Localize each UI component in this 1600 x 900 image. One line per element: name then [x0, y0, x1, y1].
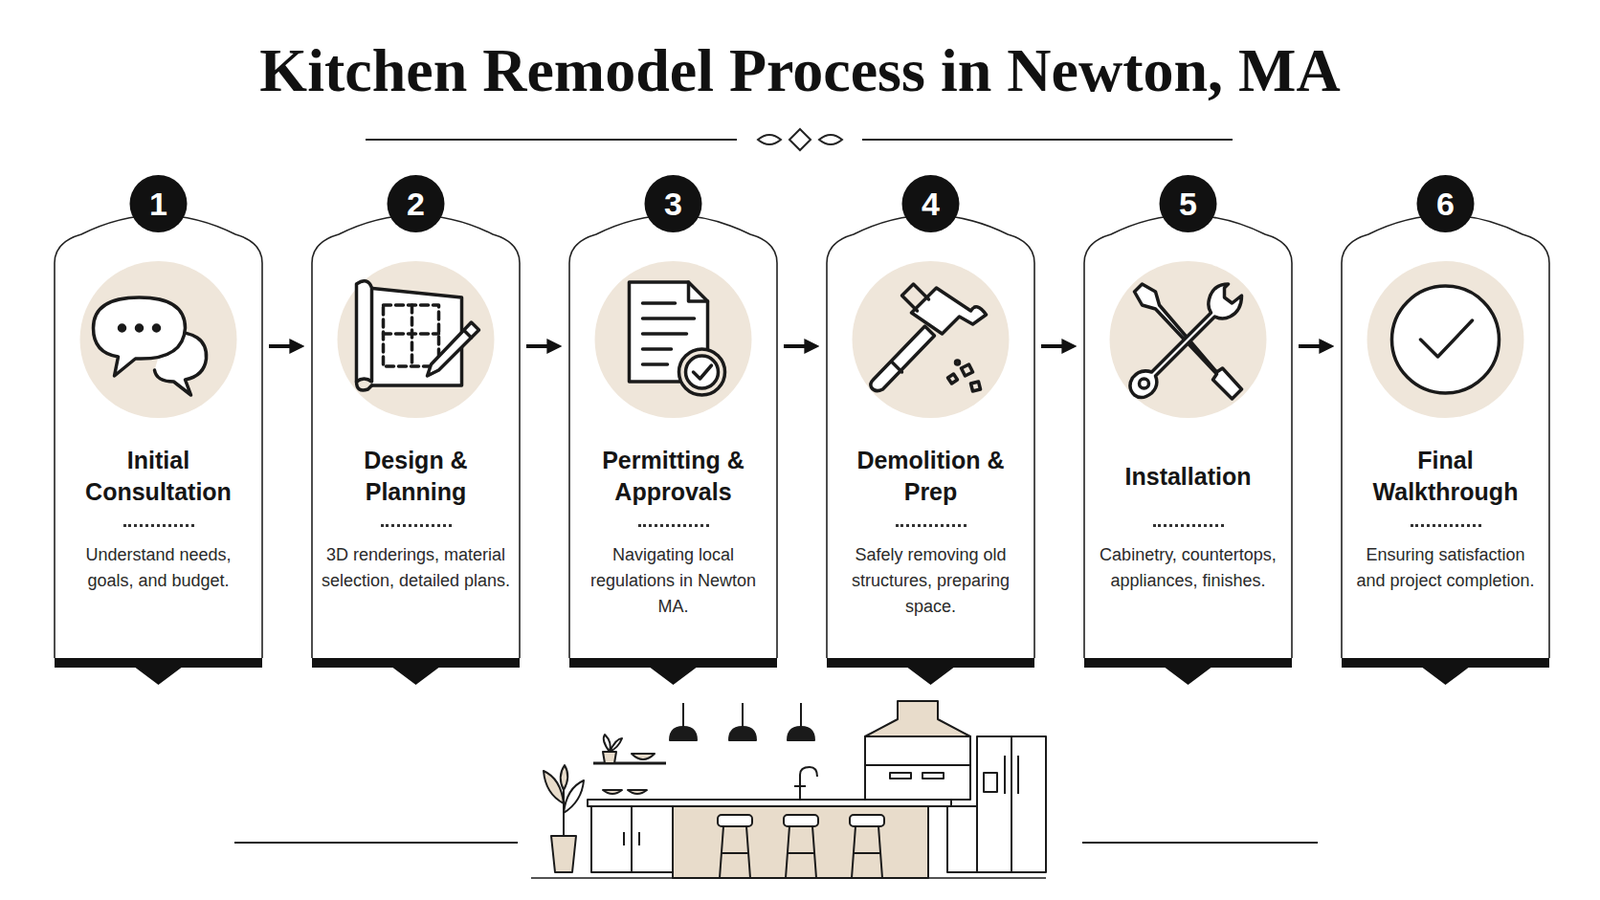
- dotted-separator: [380, 524, 452, 528]
- step-number: 1: [54, 175, 263, 233]
- card-content: Initial ConsultationUnderstand needs, go…: [62, 442, 255, 595]
- card-content: Design & Planning 3D renderings, material…: [319, 442, 512, 595]
- blueprint-icon: [356, 281, 480, 391]
- process-card: 4Demolition & PrepSafely removing old st…: [826, 175, 1035, 688]
- dotted-separator: [895, 524, 967, 528]
- flow-arrow: [268, 344, 299, 349]
- kitchen-illustration: [234, 701, 1318, 879]
- step-heading: Initial Consultation: [62, 442, 255, 512]
- step-description: Cabinetry, countertops, appliances, fini…: [1091, 542, 1285, 595]
- step-description: 3D renderings, material selection, detai…: [319, 542, 512, 595]
- hammer-icon: [870, 284, 987, 392]
- chat-icon: [93, 297, 207, 396]
- dotted-separator: [123, 524, 195, 528]
- card-content: InstallationCabinetry, countertops, appl…: [1091, 442, 1285, 595]
- card-outline: [311, 175, 520, 688]
- page-title: Kitchen Remodel Process in Newton, MA: [0, 34, 1600, 108]
- card-border: [1341, 215, 1550, 659]
- tools-icon: [1130, 284, 1243, 400]
- card-content: Final WalkthroughEnsuring satisfaction a…: [1349, 442, 1542, 595]
- step-number: 2: [311, 175, 520, 233]
- card-border: [311, 215, 520, 659]
- card-base: [569, 658, 778, 686]
- icon-circles: [80, 261, 1525, 419]
- card-border: [826, 215, 1035, 659]
- card-outline: [1341, 175, 1550, 688]
- step-heading: Demolition & Prep: [834, 442, 1027, 512]
- card-base: [311, 658, 520, 686]
- step-description: Understand needs, goals, and budget.: [62, 542, 255, 595]
- dotted-separator: [1410, 524, 1482, 528]
- dotted-separator: [1153, 524, 1224, 528]
- flow-arrow: [783, 344, 814, 349]
- step-number: 6: [1341, 175, 1550, 233]
- flow-arrow: [1041, 344, 1071, 349]
- step-description: Safely removing old structures, preparin…: [834, 542, 1027, 621]
- title-divider: [365, 129, 1233, 151]
- check-icon: [1392, 286, 1500, 394]
- step-heading: Permitting & Approvals: [577, 442, 770, 512]
- process-card: 6Final WalkthroughEnsuring satisfaction …: [1341, 175, 1550, 688]
- process-card: 5InstallationCabinetry, countertops, app…: [1084, 175, 1292, 688]
- card-outline: [54, 175, 263, 688]
- card-outline: [1084, 175, 1292, 688]
- dotted-separator: [638, 524, 710, 528]
- step-description: Ensuring satisfaction and project comple…: [1349, 542, 1542, 595]
- card-border: [1084, 215, 1292, 659]
- step-description: Navigating local regulations in Newton M…: [577, 542, 770, 621]
- flow-arrow: [1298, 344, 1329, 349]
- card-base: [1341, 658, 1550, 686]
- card-border: [569, 215, 778, 659]
- process-card: 1Initial ConsultationUnderstand needs, g…: [54, 175, 263, 688]
- card-base: [54, 658, 263, 686]
- card-content: Demolition & PrepSafely removing old str…: [834, 442, 1027, 621]
- process-card: 2Design & Planning 3D renderings, materia…: [311, 175, 520, 688]
- step-number: 4: [826, 175, 1035, 233]
- flow-arrow: [526, 344, 556, 349]
- step-number: 5: [1084, 175, 1292, 233]
- step-heading: Design & Planning: [319, 442, 512, 512]
- process-card: 3Permitting & ApprovalsNavigating local …: [569, 175, 778, 688]
- card-content: Permitting & ApprovalsNavigating local r…: [577, 442, 770, 621]
- card-base: [826, 658, 1035, 686]
- step-number: 3: [569, 175, 778, 233]
- step-heading: Installation: [1091, 442, 1285, 512]
- card-base: [1084, 658, 1292, 686]
- card-border: [54, 215, 263, 659]
- permit-icon: [629, 282, 726, 396]
- step-heading: Final Walkthrough: [1349, 442, 1542, 512]
